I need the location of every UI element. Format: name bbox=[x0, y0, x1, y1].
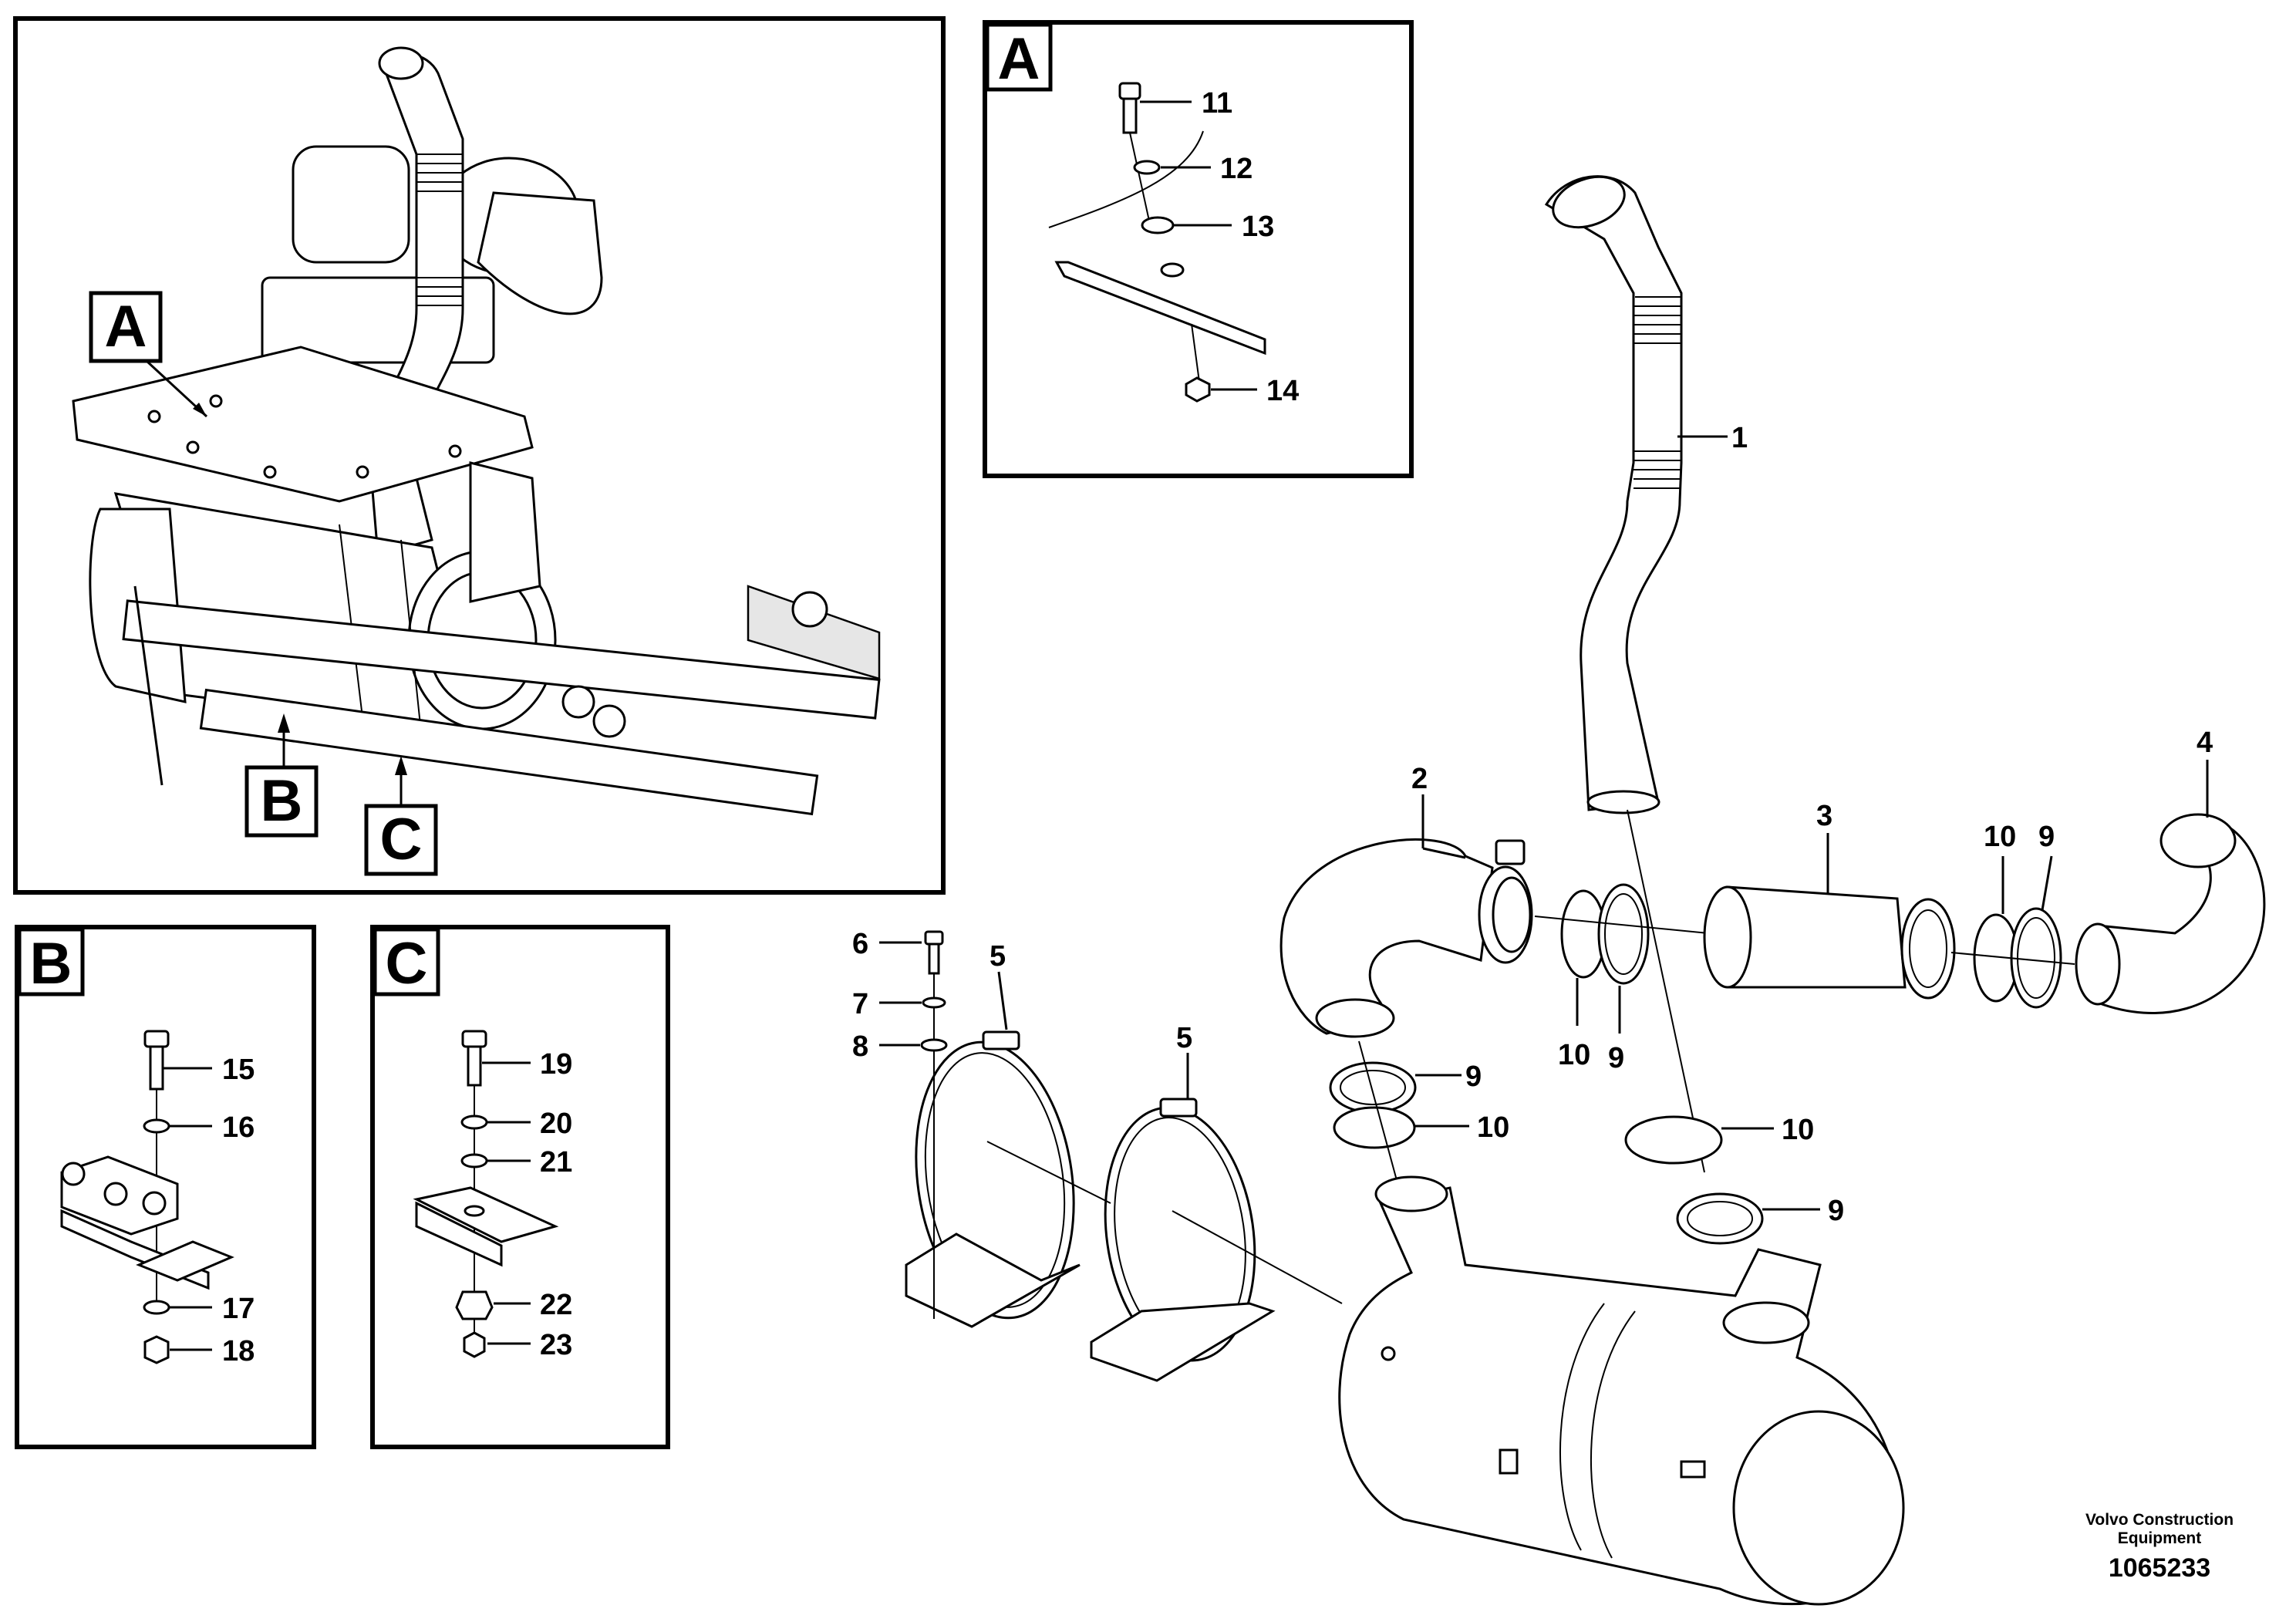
detail-c-panel: C 19 20 21 22 23 bbox=[370, 925, 670, 1449]
callout-5-right: 5 bbox=[1176, 1022, 1192, 1054]
detail-a-panel: A 11 12 13 14 bbox=[983, 20, 1414, 478]
callout-21: 21 bbox=[540, 1146, 572, 1179]
frame-rails bbox=[122, 585, 881, 816]
clamp-9-upper bbox=[1597, 883, 1650, 985]
detail-b-heading: B bbox=[30, 931, 72, 996]
detail-c-frame bbox=[370, 925, 670, 1449]
callout-10-upper-right: 10 bbox=[1984, 821, 2016, 853]
company-name-line1: Volvo Construction bbox=[2085, 1511, 2234, 1529]
callout-22: 22 bbox=[540, 1289, 572, 1321]
callout-7: 7 bbox=[852, 988, 868, 1020]
callout-10-upper-left: 10 bbox=[1558, 1039, 1590, 1071]
washer-12 bbox=[1133, 160, 1161, 175]
callout-10-mid: 10 bbox=[1477, 1111, 1509, 1144]
washer-20 bbox=[460, 1114, 488, 1130]
elbow-pipe-2 bbox=[1279, 838, 1533, 1038]
callout-23: 23 bbox=[540, 1329, 572, 1361]
callout-2: 2 bbox=[1411, 763, 1428, 795]
detail-label-b-overview: B bbox=[261, 768, 303, 834]
callout-9-mid: 9 bbox=[1465, 1061, 1482, 1093]
callout-5-left: 5 bbox=[990, 940, 1006, 973]
callout-9-lower-right: 9 bbox=[1828, 1195, 1844, 1227]
plate-bolts bbox=[147, 394, 462, 479]
callout-1: 1 bbox=[1731, 422, 1748, 454]
nut-14 bbox=[1185, 376, 1211, 403]
mounting-plate bbox=[72, 346, 534, 503]
callout-15: 15 bbox=[222, 1054, 255, 1086]
rod bbox=[133, 585, 164, 786]
washer-17 bbox=[143, 1300, 170, 1315]
callout-12: 12 bbox=[1220, 153, 1253, 185]
callout-9-upper-left: 9 bbox=[1608, 1042, 1624, 1074]
nut-23 bbox=[463, 1331, 486, 1358]
detail-a-heading: A bbox=[998, 26, 1040, 92]
overview-frame bbox=[13, 16, 946, 895]
leader-pipe-1 bbox=[1627, 809, 1705, 1173]
washer-21 bbox=[460, 1153, 488, 1168]
callout-3: 3 bbox=[1816, 800, 1832, 832]
bolt-15 bbox=[143, 1030, 170, 1048]
strap-clamp-5-left bbox=[905, 1030, 1081, 1328]
company-name-line2: Equipment bbox=[2118, 1529, 2202, 1547]
detail-label-a-overview: A bbox=[105, 294, 147, 359]
bolt-19 bbox=[461, 1030, 487, 1048]
callout-18: 18 bbox=[222, 1335, 255, 1367]
footer-block: Volvo Construction Equipment 1065233 bbox=[2085, 1511, 2234, 1583]
callout-11: 11 bbox=[1202, 87, 1232, 120]
drawing-number: 1065233 bbox=[2109, 1553, 2210, 1583]
overview-panel: A B C bbox=[13, 16, 946, 895]
callout-6: 6 bbox=[852, 928, 868, 960]
bolt-11 bbox=[1118, 82, 1141, 134]
washer-16 bbox=[143, 1118, 170, 1134]
aftertreatment-canister bbox=[1338, 1175, 1905, 1606]
washer-7 bbox=[922, 996, 946, 1009]
callout-13: 13 bbox=[1242, 211, 1274, 243]
clamp-9-right bbox=[2010, 907, 2062, 1009]
spacer-22 bbox=[455, 1290, 494, 1320]
main-exploded-view: 1 2 10 9 3 bbox=[852, 175, 2266, 1606]
callout-8: 8 bbox=[852, 1030, 868, 1063]
gasket-10-mid bbox=[1333, 1106, 1416, 1149]
bracket-c bbox=[413, 1186, 559, 1243]
detail-label-c-overview: C bbox=[380, 807, 423, 872]
washer-8 bbox=[920, 1038, 948, 1052]
straight-pipe-3 bbox=[1703, 885, 1956, 1000]
strap-bar bbox=[1054, 261, 1266, 356]
detail-c-heading: C bbox=[386, 931, 428, 996]
washer-13 bbox=[1141, 216, 1175, 234]
callout-9-upper-right: 9 bbox=[2038, 821, 2055, 853]
exhaust-pipe-1 bbox=[1544, 175, 1683, 814]
callout-14: 14 bbox=[1266, 375, 1299, 407]
gasket-10-lower-right bbox=[1624, 1115, 1723, 1165]
detail-b-frame bbox=[15, 925, 316, 1449]
callout-c-overview: C bbox=[364, 756, 438, 876]
strap-clamp-5-right bbox=[1090, 1098, 1276, 1382]
elbow-pipe-4 bbox=[2075, 813, 2266, 1014]
detail-b-panel: B 15 16 17 18 bbox=[15, 925, 316, 1449]
callout-4: 4 bbox=[2197, 727, 2213, 759]
callout-b-overview: B bbox=[244, 713, 319, 838]
callout-19: 19 bbox=[540, 1048, 572, 1081]
side-bracket bbox=[469, 461, 541, 603]
bolt-6 bbox=[924, 930, 944, 975]
detail-a-frame bbox=[983, 20, 1414, 478]
nut-18 bbox=[143, 1335, 170, 1364]
callout-10-lower-right: 10 bbox=[1782, 1114, 1814, 1146]
callout-20: 20 bbox=[540, 1108, 572, 1140]
callout-17: 17 bbox=[222, 1293, 255, 1325]
callout-16: 16 bbox=[222, 1111, 255, 1144]
callout-a-overview: A bbox=[89, 291, 208, 418]
